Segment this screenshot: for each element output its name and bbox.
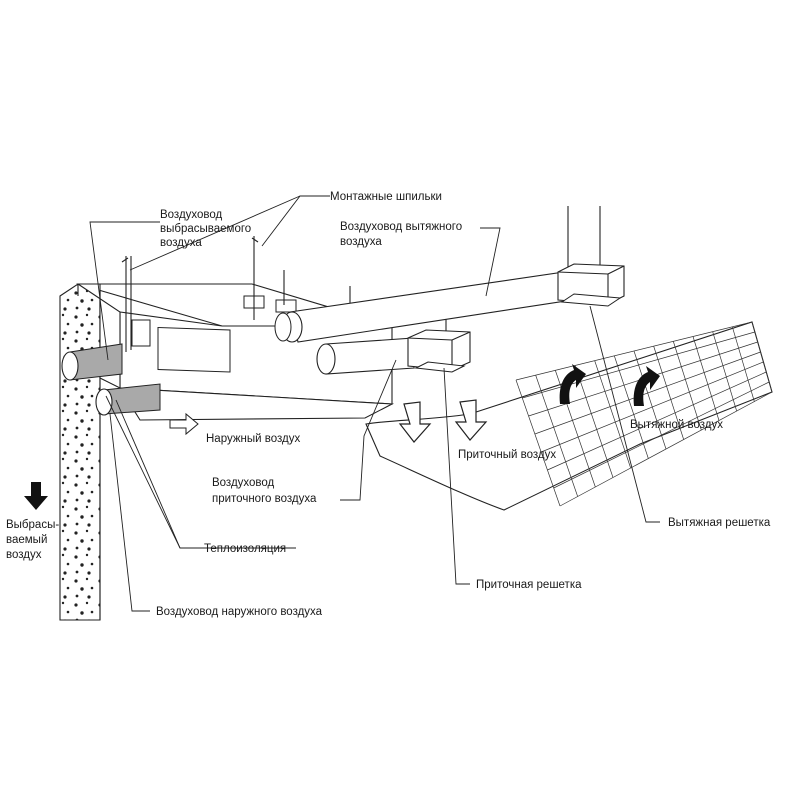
ventilation-unit: [76, 283, 395, 421]
extract-air-duct: [274, 271, 573, 343]
exhaust-duct-label: Воздуховод выбрасываемого воздуха: [160, 209, 254, 249]
ceiling-grid-lines: [515, 321, 773, 507]
mounting-studs: [121, 206, 601, 352]
supply-air-arrows: [398, 399, 488, 443]
labels: Воздуховод выбрасываемого воздуха Монтаж…: [6, 191, 771, 618]
outdoor-duct-insulated: [95, 383, 161, 416]
leader-lines: [89, 195, 660, 612]
outdoor-air-label: Наружный воздух: [206, 433, 301, 445]
ceiling-grid: [365, 321, 773, 511]
outdoor-duct-label: Воздуховод наружного воздуха: [156, 606, 323, 618]
outdoor-air-arrow: [169, 412, 199, 436]
extract-air-arrows: [559, 364, 660, 406]
extract-diffuser: [557, 263, 625, 307]
mounting-studs-label: Монтажные шпильки: [330, 191, 442, 203]
extract-air-label: Вытяжной воздух: [630, 419, 723, 431]
supply-duct-label: Воздуховод приточного воздуха: [212, 477, 317, 505]
exhaust-duct-insulated: [61, 343, 123, 381]
exhaust-air-out-label: Выбрасы- ваемый воздух: [6, 519, 62, 561]
exhaust-air-out-arrow: [24, 482, 48, 510]
exterior-wall: [59, 283, 101, 621]
extract-duct-label: Воздуховод вытяжного воздуха: [340, 221, 465, 248]
supply-air-duct: [316, 337, 415, 375]
supply-air-label: Приточный воздух: [458, 449, 556, 461]
insulation-label: Теплоизоляция: [204, 543, 286, 555]
supply-grille-label: Приточная решетка: [476, 579, 582, 591]
extract-grille-label: Вытяжная решетка: [668, 517, 771, 529]
supply-diffuser: [407, 329, 471, 373]
